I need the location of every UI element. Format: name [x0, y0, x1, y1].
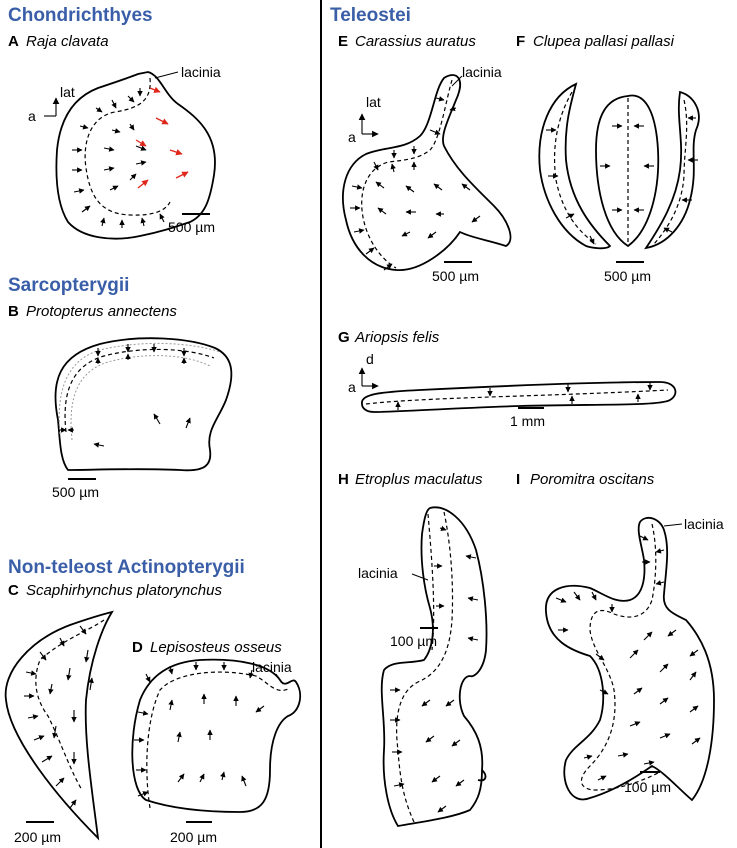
panel-species-g: Ariopsis felis [354, 329, 440, 346]
scale-label-g: 1 mm [510, 413, 545, 429]
panel-letter-i: I [516, 471, 520, 488]
scale-label-e: 500 µm [432, 268, 479, 284]
panel-e-drawing: lat a lacinia 500 µm [342, 64, 512, 284]
lacinia-label-a: lacinia [181, 64, 221, 80]
scale-label-c: 200 µm [14, 829, 61, 845]
sulcus-line-e [361, 79, 453, 269]
panel-title-i: I Poromitra oscitans [516, 471, 655, 488]
otolith-outline-i [545, 516, 715, 802]
orientation-axes-e: lat a [348, 94, 381, 145]
panel-species-e: Carassius auratus [355, 33, 476, 50]
panel-c-drawing: 200 µm [4, 610, 114, 845]
panel-d-drawing: lacinia 200 µm [131, 658, 302, 845]
otolith-outline-f-right [644, 90, 700, 250]
panel-letter-a: A [8, 33, 19, 50]
axis-label-lat-a: lat [60, 84, 75, 100]
group-heading-chondrichthyes: Chondrichthyes [8, 5, 153, 26]
panel-species-a: Raja clavata [26, 33, 109, 50]
otolith-outline-c [4, 610, 114, 841]
panel-f-drawing: 500 µm [538, 82, 700, 284]
orientation-axes-a: lat a [28, 84, 75, 124]
otolith-outline-h [380, 506, 488, 827]
otolith-outline-d [131, 658, 302, 813]
panel-letter-g: G [338, 329, 350, 346]
sulcus-line-a [84, 77, 171, 216]
sulcus-line-b [64, 348, 215, 433]
panel-title-f: F Clupea pallasi pallasi [516, 33, 675, 50]
panel-letter-b: B [8, 303, 19, 320]
panel-i-drawing: lacinia 100 µm [545, 516, 724, 802]
panel-species-d: Lepisosteus osseus [150, 639, 282, 656]
panel-title-a: A Raja clavata [8, 33, 109, 50]
otolith-outline-g [361, 381, 677, 413]
group-heading-sarcopterygii: Sarcopterygii [8, 275, 129, 296]
panel-title-c: C Scaphirhynchus platorynchus [8, 582, 222, 599]
sulcus-line-i [580, 523, 661, 791]
sulcus-line-c [35, 619, 105, 791]
panel-species-h: Etroplus maculatus [355, 471, 483, 488]
group-heading-non-teleost: Non-teleost Actinopterygii [8, 557, 245, 578]
panel-g-drawing: d a 1 mm [348, 351, 677, 429]
axis-label-a-g: a [348, 379, 356, 395]
scale-label-b: 500 µm [52, 484, 99, 500]
scale-label-f: 500 µm [604, 268, 651, 284]
lacinia-label-d: lacinia [252, 659, 292, 675]
otolith-outline-e [342, 74, 512, 271]
panel-species-b: Protopterus annectens [26, 303, 177, 320]
lacinia-label-i: lacinia [684, 516, 724, 532]
panel-letter-h: H [338, 471, 349, 488]
scale-label-d: 200 µm [170, 829, 217, 845]
panel-letter-e: E [338, 33, 348, 50]
otolith-outline-b [54, 337, 233, 472]
orientation-axes-g: d a [348, 351, 379, 395]
scale-label-i: 100 µm [624, 779, 671, 795]
panel-letter-d: D [132, 639, 143, 656]
panel-letter-c: C [8, 582, 19, 599]
axis-label-a-e: a [348, 129, 356, 145]
axis-label-lat-e: lat [366, 94, 381, 110]
scale-label-a: 500 µm [168, 219, 215, 235]
otolith-outline-f-middle [595, 94, 660, 248]
panel-title-d: D Lepisosteus osseus [132, 639, 282, 656]
panel-b-drawing: 500 µm [52, 337, 233, 500]
lacinia-label-e: lacinia [462, 64, 502, 80]
panel-title-e: E Carassius auratus [338, 33, 476, 50]
sulcus-line-g [365, 389, 669, 405]
panel-species-c: Scaphirhynchus platorynchus [26, 582, 222, 599]
otolith-outline-a [55, 71, 216, 240]
axis-label-d-g: d [366, 351, 374, 367]
panel-species-i: Poromitra oscitans [530, 471, 655, 488]
panel-title-b: B Protopterus annectens [8, 303, 177, 320]
panel-species-f: Clupea pallasi pallasi [533, 33, 675, 50]
panel-title-g: G Ariopsis felis [338, 329, 440, 346]
sulcus-line-d [146, 671, 291, 809]
panel-letter-f: F [516, 33, 525, 50]
panel-title-h: H Etroplus maculatus [338, 471, 483, 488]
otolith-outline-f-left [538, 82, 612, 250]
group-heading-teleostei: Teleostei [330, 5, 411, 26]
scale-label-h: 100 µm [390, 633, 437, 649]
panel-h-drawing: lacinia 100 µm [358, 506, 488, 827]
panel-a-drawing: lat a lacinia [28, 64, 221, 240]
sulcus-line-h [396, 511, 454, 823]
lacinia-label-h: lacinia [358, 565, 398, 581]
axis-label-a-a: a [28, 108, 36, 124]
